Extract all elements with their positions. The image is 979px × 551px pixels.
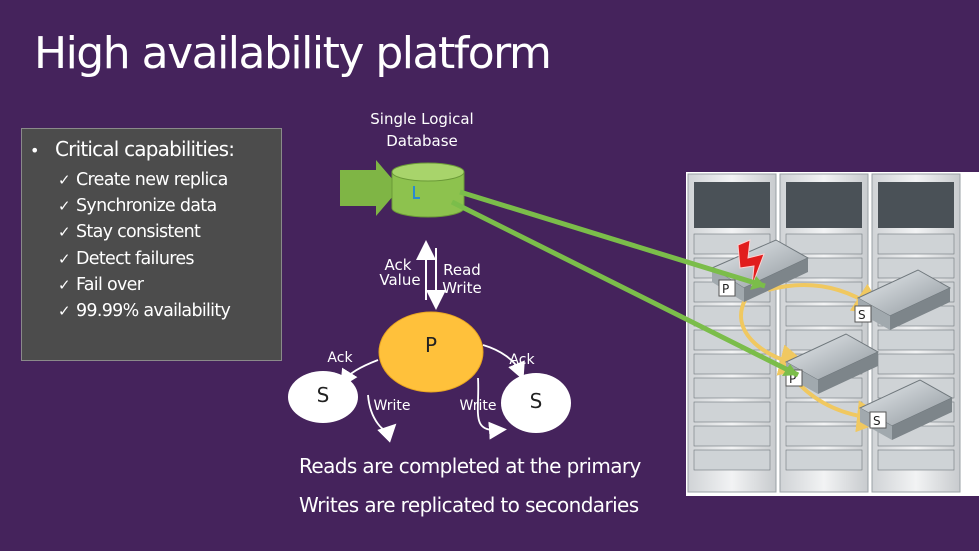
write-label: Write <box>374 398 411 414</box>
capability-text: Detect failures <box>76 248 195 269</box>
secondary-node-label: S <box>317 383 330 407</box>
rack-secondary-label: S <box>869 411 887 429</box>
capability-text: Create new replica <box>76 170 228 190</box>
read-write-label-line2: Write <box>442 279 482 297</box>
capability-item: ✓ Stay consistent <box>58 219 230 245</box>
ack-label: Ack <box>509 352 535 368</box>
database-icon <box>391 162 465 218</box>
failover-arrow <box>739 299 812 376</box>
checkmark-icon: ✓ <box>58 171 71 189</box>
rack-primary-label: P <box>718 279 736 297</box>
secondary-node-icon <box>501 373 571 433</box>
secondary-node-label: S <box>530 389 543 413</box>
capability-item: ✓ Synchronize data <box>58 193 230 219</box>
checkmark-icon: ✓ <box>58 197 71 216</box>
capability-text: 99.99% availability <box>76 300 231 321</box>
reads-caption: Reads are completed at the primary <box>299 454 641 478</box>
write-arrow <box>476 377 507 440</box>
bullet-icon: • <box>30 141 39 160</box>
checkmark-icon: ✓ <box>58 223 71 242</box>
database-label-line1: Single Logical <box>370 110 473 128</box>
write-arrow <box>367 394 397 443</box>
server-rack-group <box>686 172 979 496</box>
server-rack-icon <box>779 173 869 493</box>
rack-secondary-label: S <box>854 305 872 323</box>
capabilities-panel: • Critical capabilities: ✓ Create new repl… <box>21 128 282 361</box>
capability-text: Synchronize data <box>76 196 217 217</box>
server-rack-icon <box>687 173 777 493</box>
capabilities-heading-text: Critical capabilities: <box>55 137 235 161</box>
checkmark-icon: ✓ <box>58 275 71 294</box>
capability-item: ✓ Create new replica <box>58 167 230 193</box>
rack-primary-text: P <box>789 372 796 386</box>
capability-item: ✓ 99.99% availability <box>58 298 231 324</box>
capability-text: Stay consistent <box>76 222 201 243</box>
primary-node-icon <box>378 311 484 393</box>
capability-item: ✓ Fail over <box>58 272 230 298</box>
server-rack-icon <box>871 173 961 493</box>
slide-title: High availability platform <box>34 28 552 79</box>
checkmark-icon: ✓ <box>58 301 71 320</box>
checkmark-icon: ✓ <box>58 249 71 268</box>
ack-arrow <box>482 344 525 381</box>
capability-item: ✓ Detect failures <box>58 246 230 272</box>
capabilities-list: ✓ Create new replica ✓ Synchronize data ✓ S… <box>58 167 231 324</box>
writes-caption: Writes are replicated to secondaries <box>299 493 639 517</box>
rack-secondary-text: S <box>858 308 866 322</box>
ack-label: Ack <box>327 350 353 366</box>
read-write-label-line1: Read <box>443 261 481 279</box>
database-label-line2: Database <box>386 132 458 150</box>
primary-node-label: P <box>425 333 437 357</box>
rack-secondary-text: S <box>873 414 881 428</box>
ack-arrow <box>340 359 379 388</box>
rack-primary-text: P <box>722 282 729 296</box>
mapping-arrow <box>450 199 800 378</box>
capabilities-heading: • Critical capabilities: <box>30 137 235 161</box>
mapping-arrow <box>459 189 766 289</box>
lightning-fault-icon <box>737 239 765 287</box>
ack-value-label-line1: Ack <box>385 256 412 274</box>
arrow-into-database-icon <box>340 160 400 216</box>
ack-value-label-line2: Value <box>379 271 420 289</box>
capability-text: Fail over <box>76 274 144 295</box>
write-label: Write <box>460 398 497 414</box>
